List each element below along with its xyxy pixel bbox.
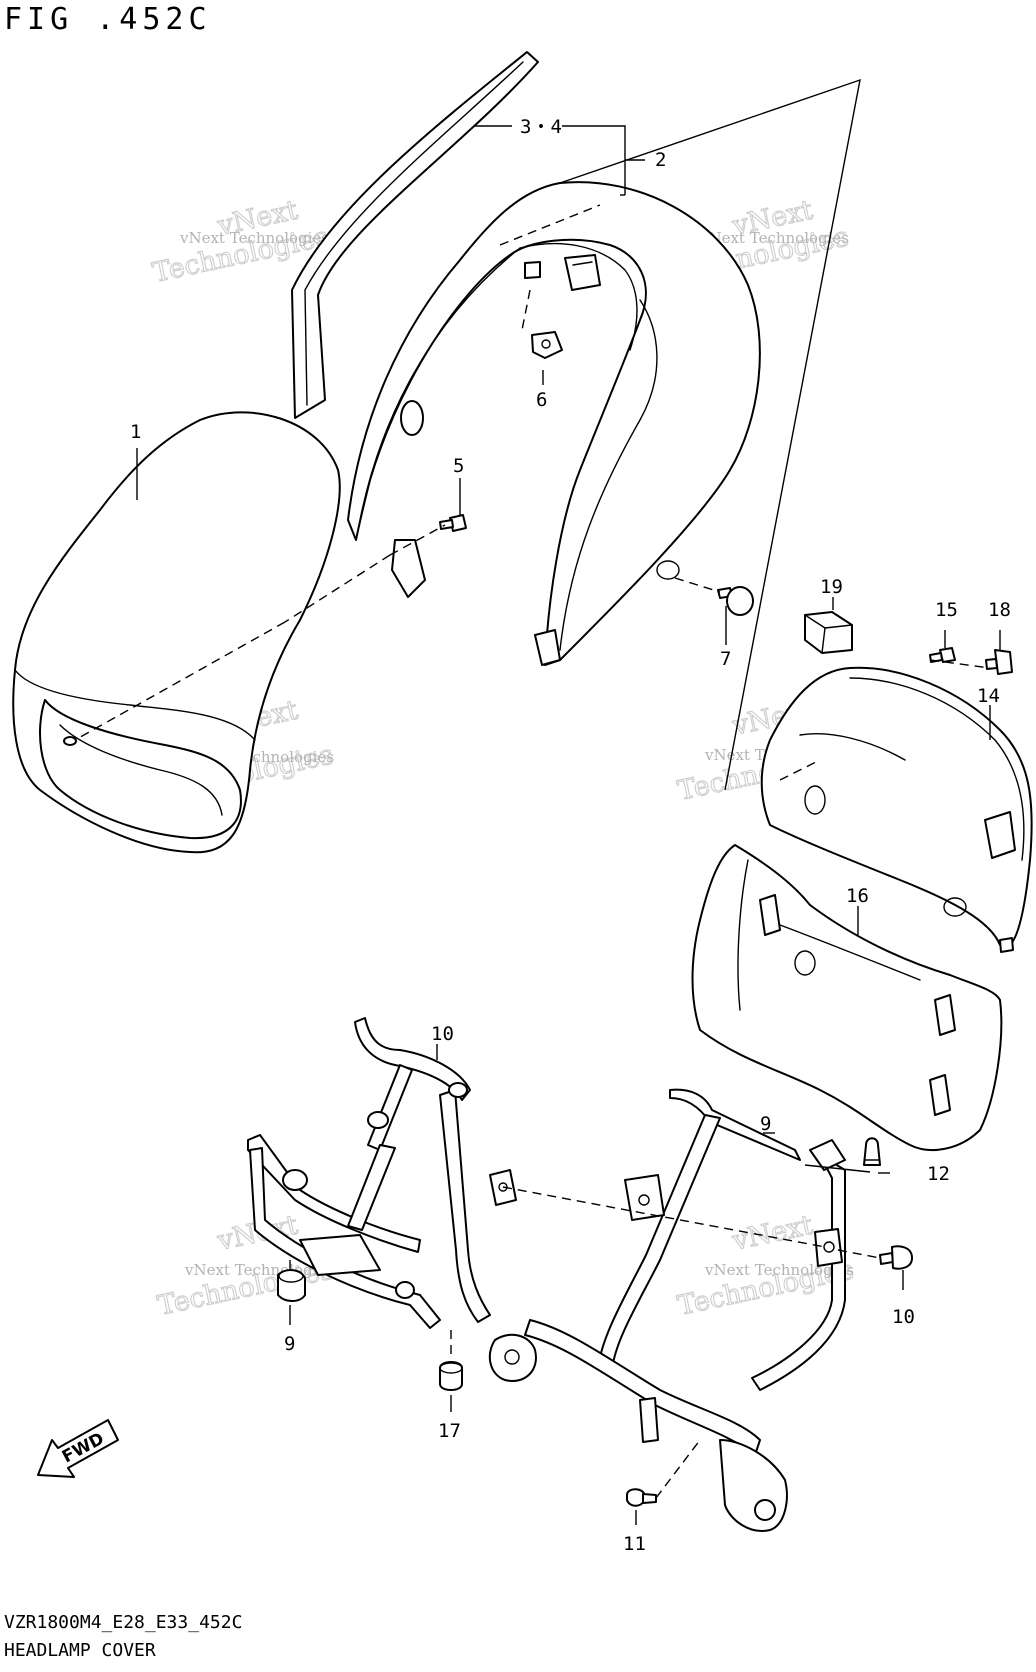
callout-3-4: 3・4 [520,116,562,138]
right-bracket-part-10 [488,1088,846,1532]
figure-name: HEADLAMP COVER [4,1640,156,1661]
trim-strip-part [291,51,539,419]
headlamp-shell-part [12,411,341,854]
callout-6: 6 [536,389,547,411]
callout-18: 18 [988,599,1011,621]
svg-text:vNext: vNext [729,1210,816,1257]
svg-text:vNext Technologies: vNext Technologies [704,1261,854,1279]
callout-7: 7 [720,648,731,670]
callout-11: 10 [892,1306,915,1328]
upper-cowl-part [347,181,761,666]
callout-13: 12 [927,1163,950,1185]
callout-16: 16 [846,885,869,907]
lower-panel-part-16 [691,844,1003,1151]
assembly-dashed-lines [74,204,991,1499]
callout-12: 11 [623,1533,646,1555]
figure-title: FIG .452C [4,2,212,37]
fwd-arrow-icon: FWD [37,1419,119,1478]
callout-14: 14 [977,685,1000,707]
svg-text:vNext Technologies: vNext Technologies [179,229,329,247]
model-code: VZR1800M4_E28_E33_452C [4,1612,243,1633]
callout-17: 17 [438,1420,461,1442]
callout-10: 9 [760,1113,771,1135]
callout-15: 15 [935,599,958,621]
callout-8: 9 [284,1333,295,1355]
left-bracket-part-9 [247,1017,517,1329]
clip-part-6 [531,331,563,359]
inner-cover-part-14 [760,666,1033,953]
svg-text:vNext Technologies: vNext Technologies [699,229,849,247]
nut-part-8 [277,1269,306,1302]
pad-part-19 [804,611,853,654]
collar-part-17 [439,1361,463,1391]
watermark-bottom-right: vNext vNext Technologies Technologies [674,1209,856,1322]
callout-5: 5 [453,455,464,477]
bolt-part-12 [626,1488,657,1507]
nut-part-18 [985,649,1013,675]
callout-2: 2 [655,149,666,171]
screw-part-7 [717,586,754,616]
screw-part-5 [439,514,467,532]
leader-lines [136,78,1001,1525]
callout-1: 1 [130,421,141,443]
watermark-top-left: vNext vNext Technologies Technologies [149,194,331,289]
grommet-part-13 [863,1137,881,1166]
callout-19: 19 [820,576,843,598]
callout-labels: 3・4 2 1 5 6 7 19 15 18 14 16 10 9 12 10 … [130,116,1011,1555]
bolt-part-11 [879,1245,913,1270]
callout-9: 10 [431,1023,454,1045]
